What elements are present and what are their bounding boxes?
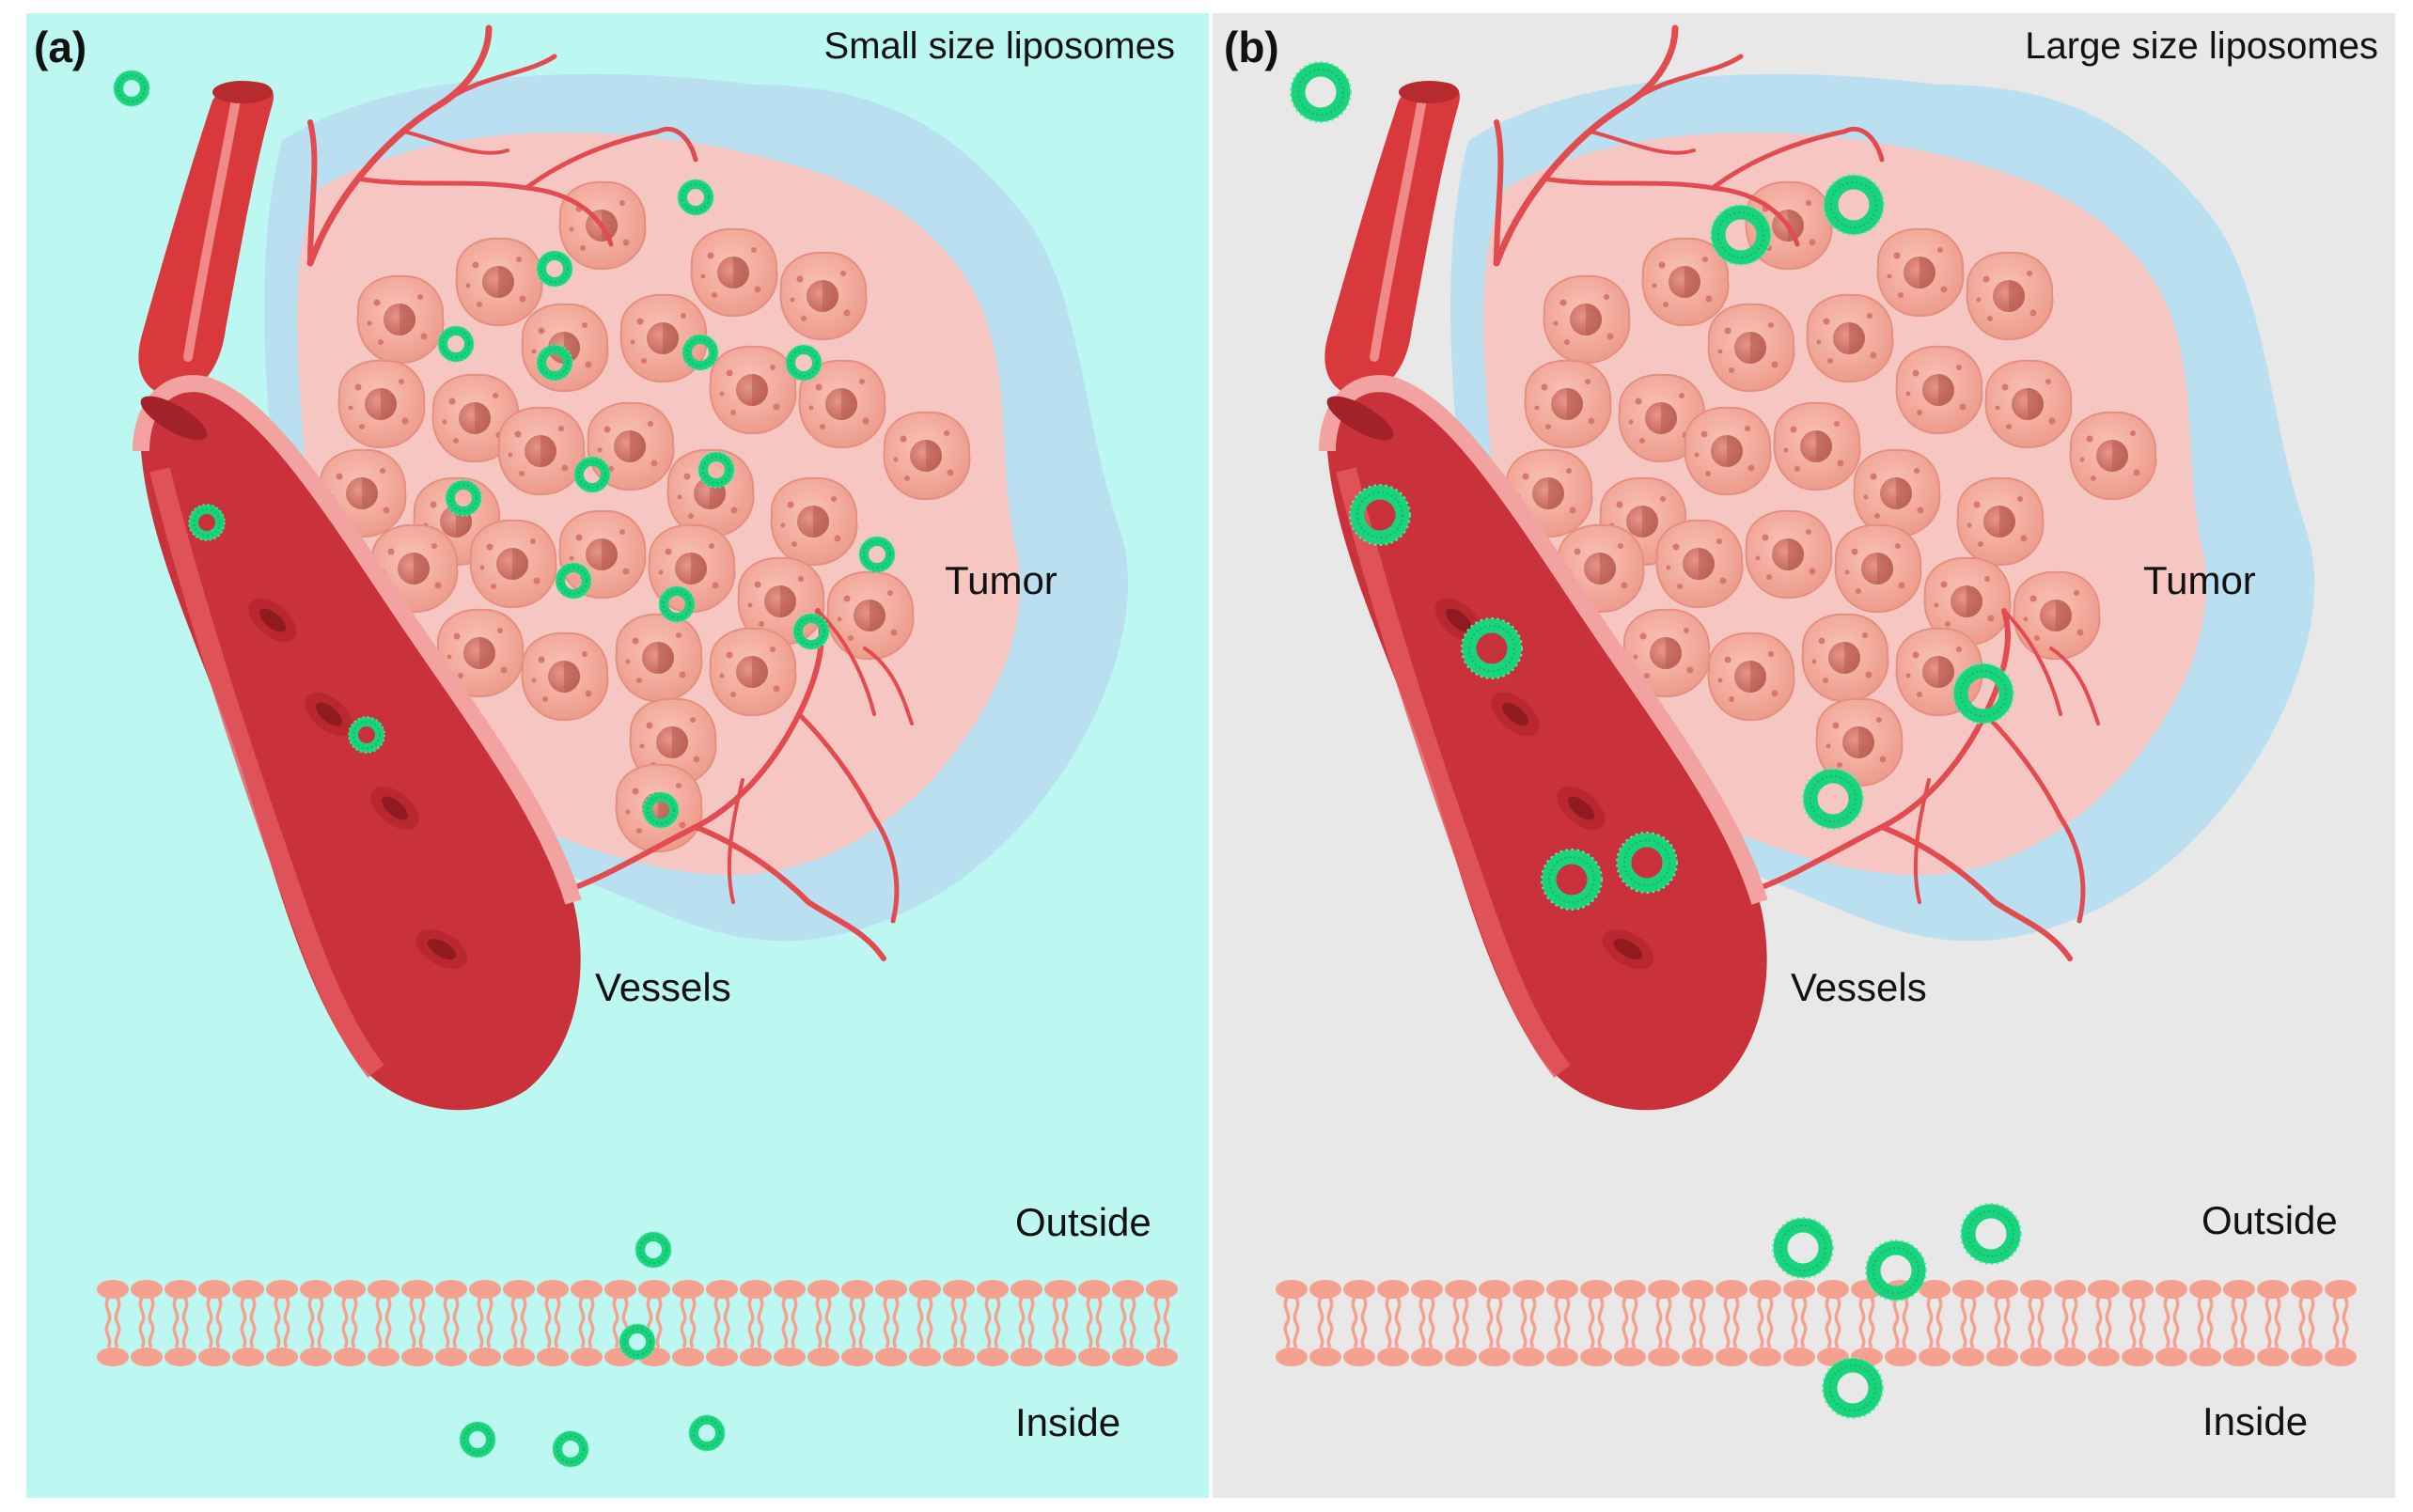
panel-b-title: Large size liposomes: [2025, 25, 2378, 67]
panel-a: (a) Small size liposomes Tumor Vessels O…: [26, 13, 1209, 1498]
panel-b-vessels-label: Vessels: [1791, 965, 1927, 1009]
panel-a-letter: (a): [34, 23, 86, 71]
panel-a-outside-label: Outside: [1015, 1200, 1152, 1244]
panel-b-inside-label: Inside: [2202, 1399, 2308, 1443]
panel-b: (b) Large size liposomes Tumor Vessels O…: [1213, 13, 2395, 1498]
panel-a-inside-label: Inside: [1015, 1400, 1120, 1444]
blood-vessels: [133, 24, 914, 1111]
blood-vessels: [1319, 24, 2100, 1111]
panel-a-title: Small size liposomes: [824, 25, 1175, 67]
panel-b-letter: (b): [1224, 23, 1279, 71]
panel-b-outside-label: Outside: [2201, 1198, 2338, 1242]
panel-a-tumor-label: Tumor: [945, 558, 1058, 602]
panel-b-tumor-label: Tumor: [2143, 558, 2256, 602]
panel-a-vessels-label: Vessels: [595, 965, 731, 1009]
